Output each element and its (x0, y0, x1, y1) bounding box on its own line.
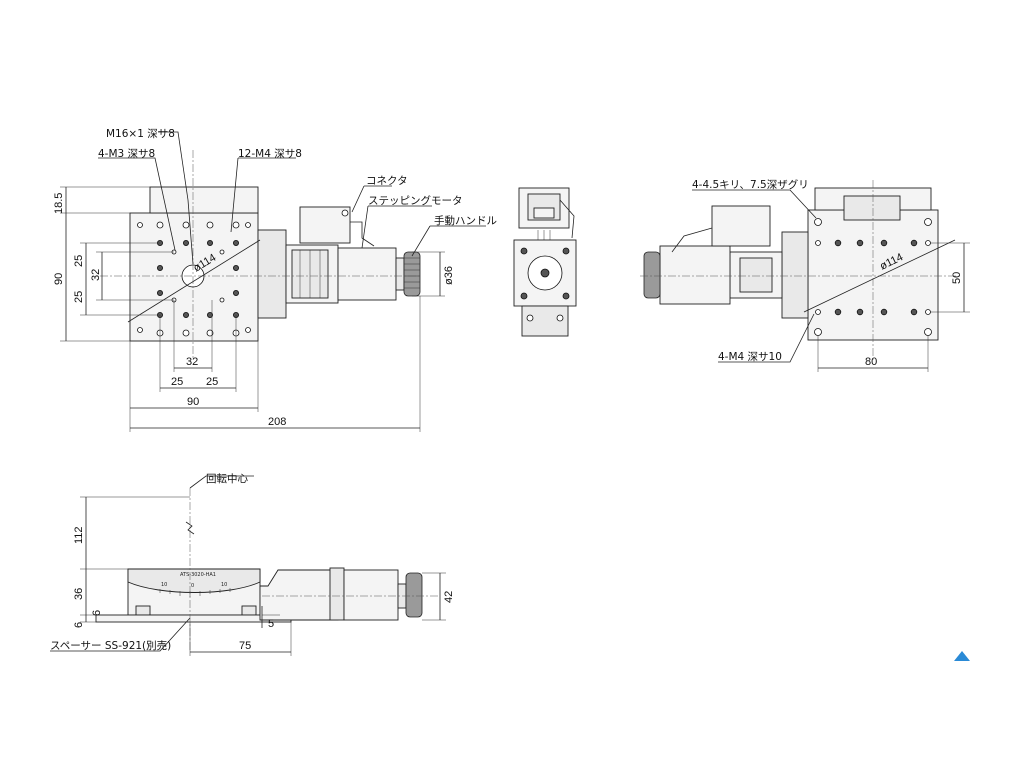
worm-housing (257, 229, 287, 319)
dim-25-right: 25 (206, 376, 218, 388)
dim-18-5: 18.5 (53, 193, 65, 214)
dim-90-horizontal: 90 (187, 396, 199, 408)
spacer-label: スペーサー SS-921(別売) (50, 639, 171, 652)
stage-rear-block (149, 186, 259, 214)
thread-m4-note: 12-M4 深サ8 (238, 148, 302, 160)
scale-label-center: 0 (191, 583, 194, 589)
front-view: 10 0 10 ATS-3020-HA1 回転中心 112 36 6 6 5 (50, 472, 455, 656)
manual-handle-knob[interactable] (403, 251, 421, 297)
dim-25-lower: 25 (73, 291, 85, 303)
connector-label: コネクタ (366, 175, 408, 187)
manual-handle-label: 手動ハンドル (434, 214, 497, 227)
dim-6-lower: 6 (73, 622, 85, 628)
dim-phi36: ø36 (443, 266, 455, 285)
scale-label-right: 10 (221, 582, 227, 588)
dim-42: 42 (443, 591, 455, 603)
rotation-center-label: 回転中心 (206, 472, 248, 485)
dim-25-left: 25 (171, 376, 183, 388)
dim-6-upper: 6 (91, 610, 103, 616)
stepping-motor-label: ステッピングモータ (368, 194, 463, 207)
right-dim-80: 80 (865, 356, 877, 368)
dim-75: 75 (239, 640, 251, 652)
right-dim-50: 50 (951, 272, 963, 284)
top-view: ø114 M16×1 深サ8 4-M3 深サ8 12-M4 深サ8 18.5 9… (53, 128, 497, 432)
motor-rear (337, 247, 397, 301)
counterbore-note: 4-4.5キリ、7.5深ザグリ (692, 178, 809, 191)
rotation-scale (159, 588, 231, 597)
dim-5: 5 (268, 618, 274, 630)
scale-label-left: 10 (161, 582, 167, 588)
side-view (513, 187, 577, 337)
front-manual-handle[interactable] (405, 572, 423, 618)
dim-208: 208 (268, 416, 286, 428)
right-thread-m4-note: 4-M4 深サ10 (718, 351, 782, 363)
model-label: ATS-3020-HA1 (180, 572, 216, 578)
thread-m3-note: 4-M3 深サ8 (98, 148, 155, 160)
dim-36-front: 36 (73, 588, 85, 600)
thread-center-note: M16×1 深サ8 (106, 128, 175, 140)
right-view: ø114 4-4.5キリ、7.5深ザグリ 4-M4 深サ10 50 80 (640, 178, 970, 372)
dim-112: 112 (73, 526, 85, 544)
dim-32-vertical: 32 (90, 269, 102, 281)
dim-32-horizontal: 32 (186, 356, 198, 368)
motor-coupling (395, 257, 405, 291)
dim-25-upper: 25 (73, 255, 85, 267)
triangle-up-icon[interactable] (954, 651, 970, 661)
dim-90-vertical: 90 (53, 273, 65, 285)
